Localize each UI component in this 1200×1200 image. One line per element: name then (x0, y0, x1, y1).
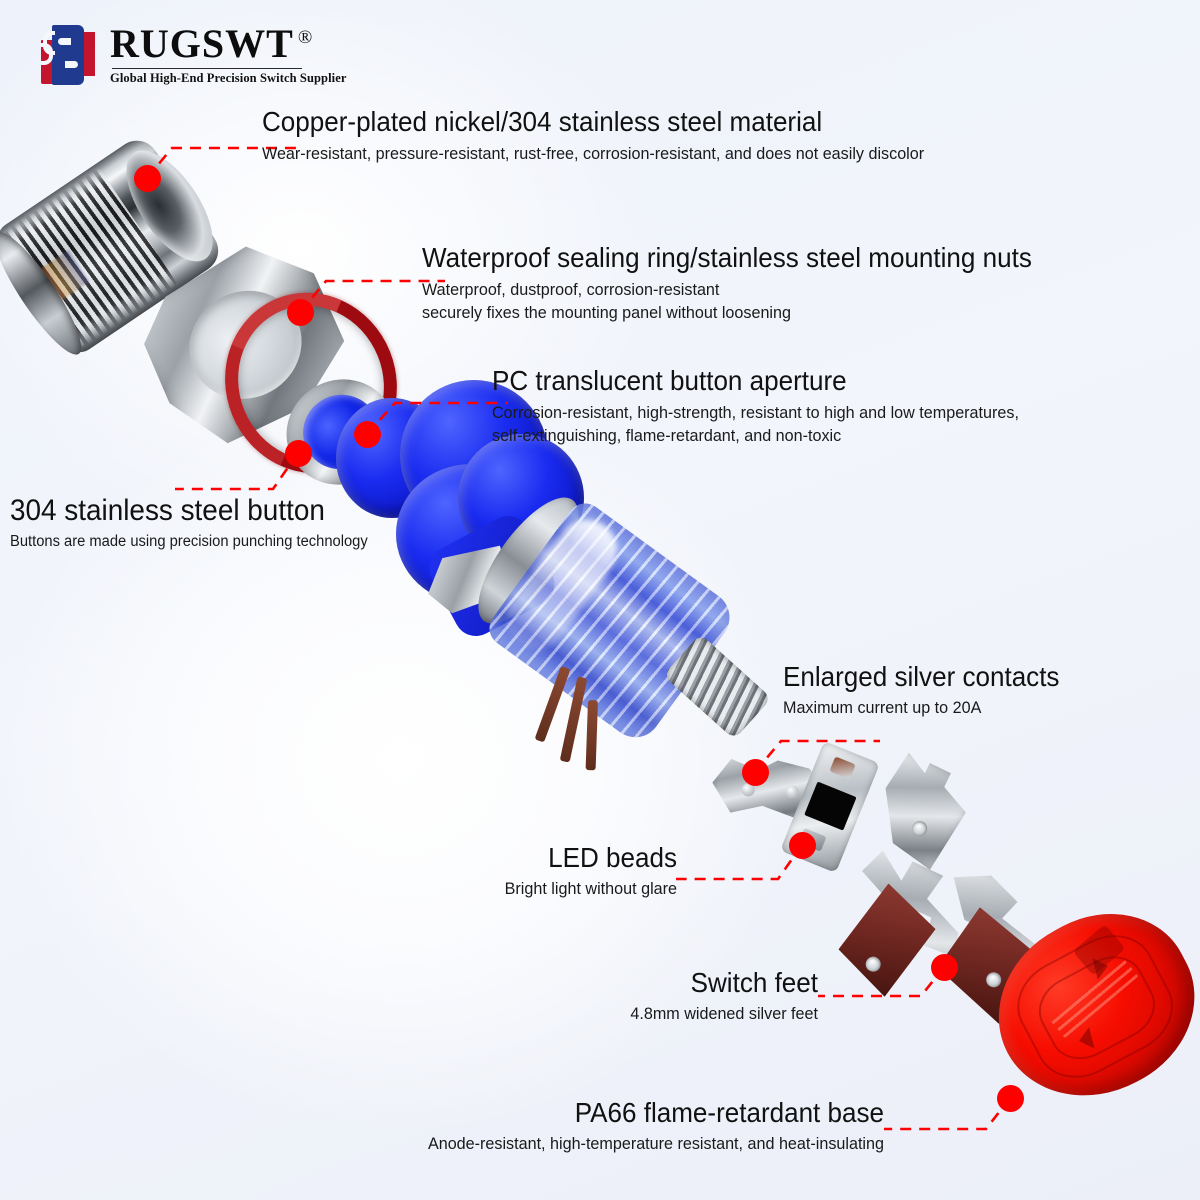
logo-mark-icon (38, 23, 100, 85)
leader-dot-304-stainless-steel-button (285, 440, 312, 467)
leader-dot-switch-feet (931, 954, 958, 981)
leader-dot-waterproof-sealing-ring (287, 299, 314, 326)
leader-pa66-base (884, 1097, 1012, 1131)
callout-title: Switch feet (690, 967, 818, 998)
callout-title: PA66 flame-retardant base (574, 1097, 884, 1128)
callout-304-stainless-steel-button: 304 stainless steel button Buttons are m… (10, 494, 387, 553)
callout-enlarged-silver-contacts: Enlarged silver contacts Maximum current… (783, 661, 1080, 720)
callout-switch-feet: Switch feet 4.8mm widened silver feet (558, 967, 818, 1026)
callout-copper-plated-nickel: Copper-plated nickel/304 stainless steel… (262, 106, 959, 166)
brand-logo: RUGSWT® Global High-End Precision Switch… (38, 18, 346, 92)
brand-tagline: Global High-End Precision Switch Supplie… (110, 71, 347, 85)
registered-trademark-icon: ® (297, 26, 314, 48)
callout-title: Waterproof sealing ring/stainless steel … (422, 242, 1032, 273)
callout-title: 304 stainless steel button (10, 494, 325, 527)
brand-wordmark: RUGSWT® Global High-End Precision Switch… (110, 24, 347, 86)
callout-title: PC translucent button aperture (492, 365, 847, 396)
callout-line: Corrosion-resistant, high-strength, resi… (492, 403, 1019, 423)
callout-waterproof-sealing-ring: Waterproof sealing ring/stainless steel … (422, 242, 1078, 324)
callout-line: Anode-resistant, high-temperature resist… (427, 1134, 884, 1154)
leader-dot-enlarged-silver-contacts (742, 759, 769, 786)
callout-title: Enlarged silver contacts (783, 661, 1060, 692)
callout-line: Wear-resistant, pressure-resistant, rust… (262, 144, 925, 164)
callout-line: Maximum current up to 20A (783, 698, 982, 718)
leader-dot-pa66-base (997, 1085, 1024, 1112)
callout-title: Copper-plated nickel/304 stainless steel… (262, 106, 823, 137)
brand-divider (112, 68, 302, 69)
leader-dot-pc-translucent-aperture (354, 421, 381, 448)
callout-led-beads: LED beads Bright light without glare (437, 842, 677, 901)
callout-title: LED beads (548, 842, 677, 873)
brand-name: RUGSWT (110, 21, 294, 66)
callout-line: Bright light without glare (504, 879, 677, 899)
callout-line: Buttons are made using precision punchin… (10, 533, 368, 551)
callout-line: self-extinguishing, flame-retardant, and… (492, 425, 842, 445)
callout-line: Waterproof, dustproof, corrosion-resista… (422, 280, 720, 300)
callout-line: securely fixes the mounting panel withou… (422, 302, 791, 322)
callout-line: 4.8mm widened silver feet (630, 1004, 818, 1024)
callout-pc-translucent-aperture: PC translucent button aperture Corrosion… (492, 365, 1047, 447)
leader-dot-led-beads (789, 832, 816, 859)
leader-dot-copper-plated-nickel (134, 165, 161, 192)
callout-pa66-base: PA66 flame-retardant base Anode-resistan… (284, 1097, 884, 1156)
